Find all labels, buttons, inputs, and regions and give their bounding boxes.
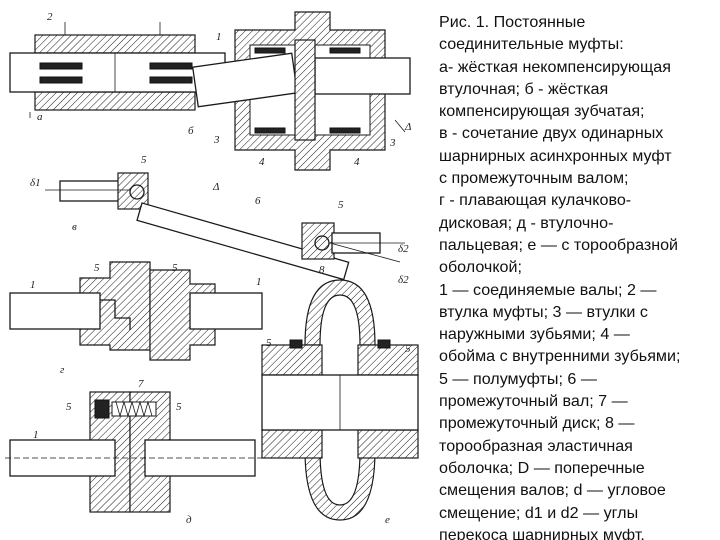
caption-line: торообразная эластичная xyxy=(439,436,633,455)
label-v-num5b: 5 xyxy=(338,199,344,211)
label-e-num8: 8 xyxy=(319,264,325,276)
caption-line: обойма с внутренними зубьями; xyxy=(439,347,681,366)
coupling-figures: 2 а 1 4 4 3 3 Δ б xyxy=(5,11,419,526)
label-b-num1: 1 xyxy=(216,31,222,43)
label-b-delta: Δ xyxy=(404,121,411,133)
caption-line: оболочкой; xyxy=(439,258,522,277)
coupling-a: 2 а xyxy=(9,11,226,123)
label-d-num1: 1 xyxy=(33,429,39,441)
label-v-num5a: 5 xyxy=(141,154,147,166)
coupling-d: 7 5 5 1 д xyxy=(5,378,275,526)
caption-line: в - сочетание двух одинарных xyxy=(439,124,664,143)
label-v-delta: Δ xyxy=(212,181,219,193)
caption-line: втулка муфты; 3 — втулки с xyxy=(439,302,648,321)
caption-line: пальцевая; е — с торообразной xyxy=(439,235,679,254)
caption-line: наружными зубьями; 4 — xyxy=(439,325,630,344)
caption-line: смещения валов; d — угловое xyxy=(439,481,666,500)
label-d-num5b: 5 xyxy=(176,401,182,413)
caption-line: промежуточный диск; 8 — xyxy=(439,414,635,433)
label-b-num4a: 4 xyxy=(259,156,265,168)
label-g-view: г xyxy=(60,364,65,376)
label-v-d2b: δ2 xyxy=(398,274,409,286)
label-v-view: в xyxy=(72,221,77,233)
caption-line: а- жёсткая некомпенсирующая xyxy=(439,57,671,76)
label-g-num1a: 1 xyxy=(30,279,36,291)
caption-line: втулочная; б - жёсткая xyxy=(439,79,609,98)
label-a-view: а xyxy=(37,111,43,123)
caption-line: компенсирующая зубчатая; xyxy=(439,102,645,121)
label-g-num5b: 5 xyxy=(172,262,178,274)
figure-caption: Рис. 1. Постоянные соединительные муфты:… xyxy=(439,11,715,540)
label-b-view: б xyxy=(188,125,194,137)
label-g-num5a: 5 xyxy=(94,262,100,274)
label-v-d1: δ1 xyxy=(30,177,41,189)
label-e-num5b: 5 xyxy=(405,343,411,355)
caption-line: промежуточный вал; 7 — xyxy=(439,392,628,411)
caption-line: оболочка; D — поперечные xyxy=(439,458,645,477)
label-b-num3b: 3 xyxy=(389,137,396,149)
label-b-num3a: 3 xyxy=(213,134,220,146)
coupling-e: 8 5 5 е xyxy=(261,264,419,526)
caption-line: г - плавающая кулачково- xyxy=(439,191,632,210)
label-e-view: е xyxy=(385,514,390,526)
caption-line: Рис. 1. Постоянные xyxy=(439,13,586,31)
caption-line: с промежуточным валом; xyxy=(439,169,629,188)
coupling-v: 5 5 6 Δ δ1 δ2 δ2 в xyxy=(30,154,409,286)
caption-line: перекоса шарнирных муфт. xyxy=(439,525,645,540)
label-d-num7: 7 xyxy=(138,378,144,390)
label-d-view: д xyxy=(186,514,192,526)
label-d-num5a: 5 xyxy=(66,401,72,413)
coupling-g: 1 1 5 5 г xyxy=(9,261,263,376)
label-b-num4b: 4 xyxy=(354,156,360,168)
caption-line: шарнирных асинхронных муфт xyxy=(439,146,672,165)
caption-line: соединительные муфты: xyxy=(439,35,624,54)
label-v-num6: 6 xyxy=(255,195,261,207)
caption-line: 1 — соединяемые валы; 2 — xyxy=(439,280,657,299)
label-a-num2: 2 xyxy=(47,11,53,23)
caption-line: 5 — полумуфты; 6 — xyxy=(439,369,597,388)
label-e-num5a: 5 xyxy=(266,337,272,349)
caption-line: дисковая; д - втулочно- xyxy=(439,213,614,232)
caption-line: смещение; d1 и d2 — углы xyxy=(439,503,639,522)
coupling-b: 1 4 4 3 3 Δ б xyxy=(188,11,411,171)
label-g-num1b: 1 xyxy=(256,276,262,288)
label-v-d2a: δ2 xyxy=(398,243,409,255)
